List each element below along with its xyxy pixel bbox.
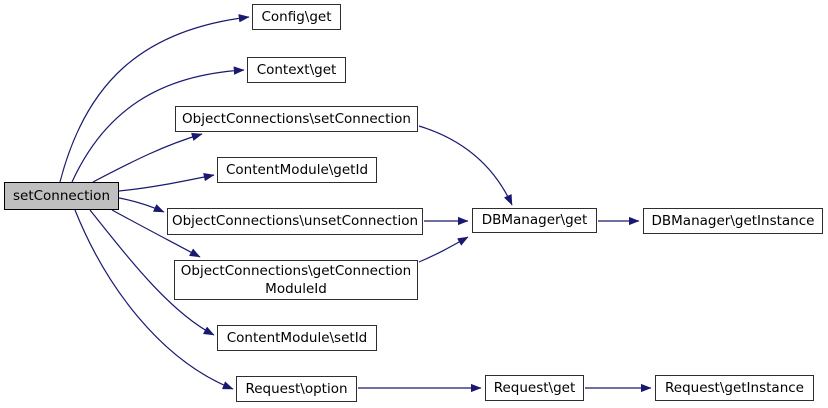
node-label-set-connection: setConnection [12,187,111,204]
node-label-request-option: Request\option [245,380,348,397]
edge-objectconnections-setconnection-to-dbmanager-get [418,125,513,206]
edge-set-connection-to-context-get [71,66,245,183]
edge-set-connection-to-contentmodule-getid [118,172,215,192]
node-label-dbmanager-getinstance: DBManager\getInstance [651,212,815,229]
node-context-get[interactable]: Context\get [247,57,346,83]
node-request-getinstance[interactable]: Request\getInstance [655,375,814,401]
node-label-context-get: Context\get [256,61,337,78]
node-label-config-get: Config\get [261,8,332,25]
node-label-contentmodule-setid: ContentModule\setId [226,329,368,346]
node-objectconnections-getconnectionmoduleid[interactable]: ObjectConnections\getConnection ModuleId [174,260,418,300]
node-label-dbmanager-get: DBManager\get [481,212,588,229]
edge-set-connection-to-config-get [59,14,250,183]
edge-set-connection-to-objectconnections-unsetconnection [118,197,165,213]
node-contentmodule-setid[interactable]: ContentModule\setId [217,325,377,351]
node-objectconnections-setconnection[interactable]: ObjectConnections\setConnection [175,106,418,132]
node-dbmanager-get[interactable]: DBManager\get [472,208,597,233]
node-label-request-get: Request\get [493,379,576,396]
node-label-objectconnections-unsetconnection: ObjectConnections\unsetConnection [171,213,419,230]
node-objectconnections-unsetconnection[interactable]: ObjectConnections\unsetConnection [167,208,423,235]
edge-set-connection-to-request-option [74,209,234,390]
edge-set-connection-to-objectconnections-getconnectionmoduleid [111,209,201,258]
node-contentmodule-getid[interactable]: ContentModule\getId [217,157,377,183]
node-config-get[interactable]: Config\get [252,4,341,30]
node-dbmanager-getinstance[interactable]: DBManager\getInstance [643,208,823,234]
edge-set-connection-to-objectconnections-setconnection [92,132,203,183]
node-request-get[interactable]: Request\get [485,375,584,401]
node-request-option[interactable]: Request\option [236,376,357,402]
edge-set-connection-to-contentmodule-setid [89,209,215,336]
node-set-connection: setConnection [4,182,119,210]
node-label-objectconnections-setconnection: ObjectConnections\setConnection [182,110,411,127]
node-label-request-getinstance: Request\getInstance [665,379,804,396]
node-label-objectconnections-getconnectionmoduleid: ObjectConnections\getConnection ModuleId [180,262,412,297]
node-label-contentmodule-getid: ContentModule\getId [225,161,369,178]
edge-objectconnections-getconnectionmoduleid-to-dbmanager-get [418,236,469,263]
